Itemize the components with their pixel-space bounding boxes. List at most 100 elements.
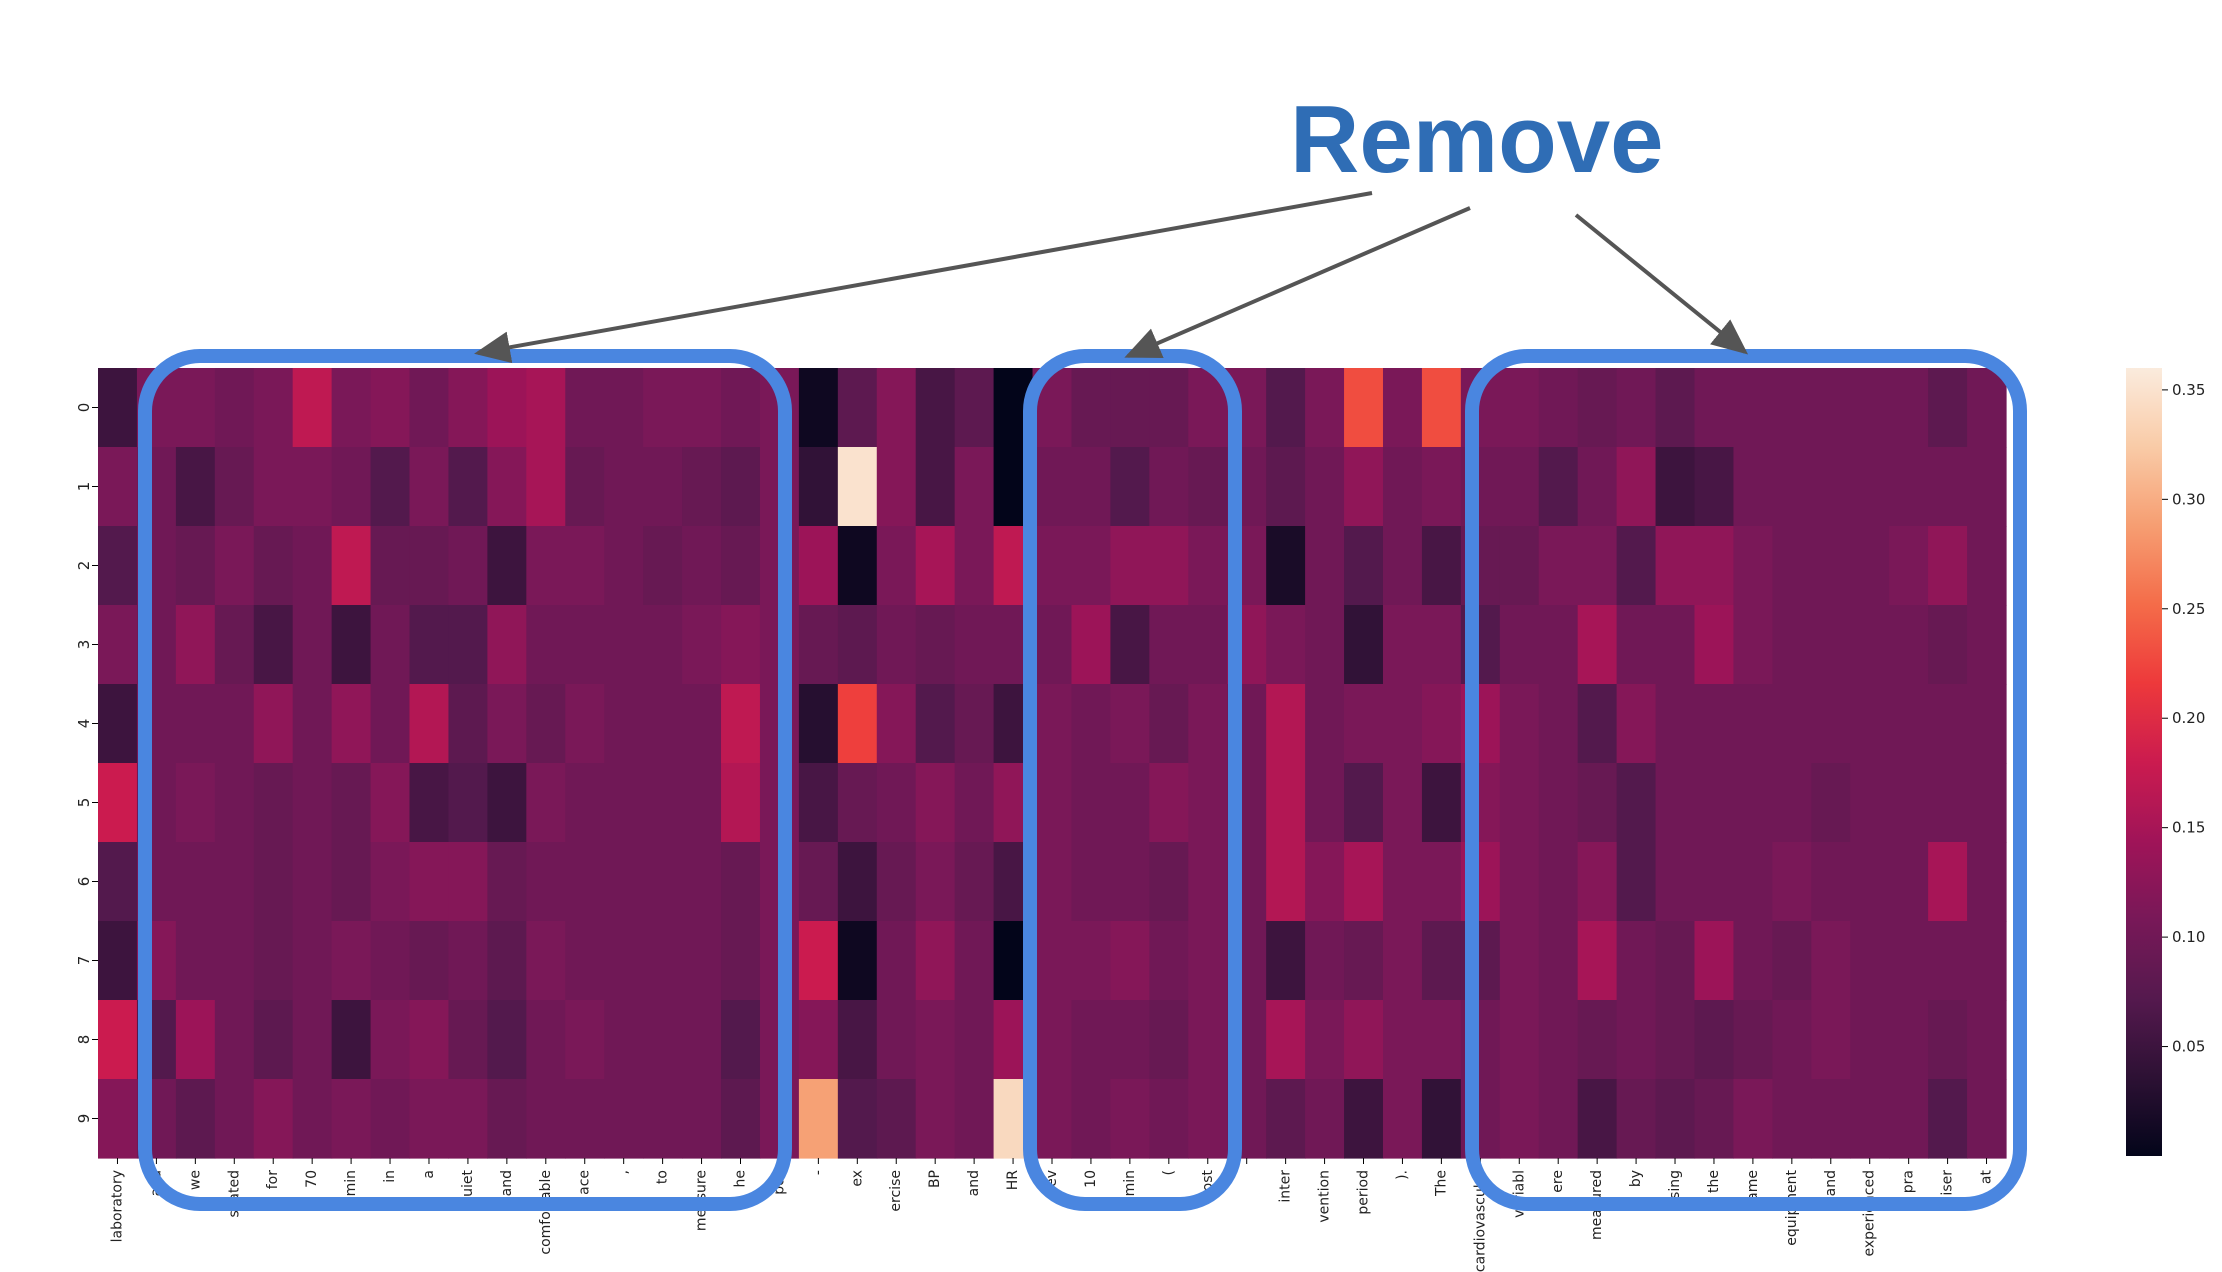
heatmap-cell bbox=[1071, 526, 1112, 606]
heatmap-cell bbox=[1305, 684, 1345, 764]
y-tick-label: 4 bbox=[75, 719, 93, 729]
heatmap-cell bbox=[1967, 921, 2007, 1001]
x-tick-label: ). bbox=[1394, 1170, 1410, 1180]
heatmap-cell bbox=[1538, 921, 1579, 1001]
heatmap-cell bbox=[1538, 684, 1579, 764]
heatmap-cell bbox=[1344, 447, 1384, 527]
heatmap-cell bbox=[1928, 684, 1968, 764]
x-tick-label: ercise bbox=[888, 1170, 904, 1212]
heatmap-cell bbox=[1421, 763, 1462, 843]
heatmap-cell bbox=[1110, 842, 1150, 922]
heatmap-cell bbox=[721, 1079, 761, 1159]
heatmap-cell bbox=[370, 684, 411, 764]
heatmap-cell bbox=[643, 605, 683, 685]
heatmap-cell bbox=[1421, 1079, 1462, 1159]
heatmap-cell bbox=[98, 526, 138, 606]
colorbar-tick-label: 0.35 bbox=[2172, 381, 2205, 399]
heatmap-cell bbox=[1538, 763, 1579, 843]
heatmap-cell bbox=[448, 1079, 488, 1159]
heatmap-cell bbox=[1772, 684, 1812, 764]
heatmap-cell bbox=[1811, 447, 1851, 527]
heatmap-cell bbox=[175, 368, 216, 448]
x-tick-label: to bbox=[655, 1170, 671, 1184]
heatmap-cell bbox=[1266, 921, 1306, 1001]
heatmap-cell bbox=[1421, 526, 1462, 606]
heatmap-cell bbox=[370, 605, 411, 685]
heatmap-cell bbox=[409, 605, 450, 685]
heatmap-cell bbox=[565, 447, 605, 527]
heatmap-cell bbox=[253, 1079, 294, 1159]
heatmap-cell bbox=[526, 684, 566, 764]
heatmap-cell bbox=[409, 1000, 450, 1080]
heatmap-cell bbox=[1499, 368, 1540, 448]
heatmap-cell bbox=[1967, 763, 2007, 843]
heatmap-cell bbox=[1967, 447, 2007, 527]
heatmap-cell bbox=[1110, 684, 1150, 764]
x-tick-label: BP bbox=[927, 1170, 943, 1188]
heatmap-cell bbox=[1344, 605, 1384, 685]
heatmap-cell bbox=[1149, 1079, 1189, 1159]
heatmap-cell bbox=[798, 605, 839, 685]
heatmap-cell bbox=[643, 368, 683, 448]
heatmap-cell bbox=[604, 763, 644, 843]
heatmap-cell bbox=[643, 526, 683, 606]
heatmap-cell bbox=[1655, 605, 1696, 685]
heatmap-cell bbox=[1344, 526, 1384, 606]
heatmap-cell bbox=[1149, 684, 1189, 764]
heatmap-cell bbox=[370, 1000, 411, 1080]
heatmap-cell bbox=[487, 1000, 527, 1080]
heatmap-cell bbox=[1928, 447, 1968, 527]
heatmap-cell bbox=[1188, 684, 1228, 764]
heatmap-cell bbox=[487, 921, 527, 1001]
heatmap-cell bbox=[1382, 921, 1423, 1001]
heatmap-cell bbox=[798, 368, 839, 448]
heatmap-cell bbox=[1421, 684, 1462, 764]
x-tick-label: in bbox=[382, 1170, 398, 1183]
x-tick-label: 10 bbox=[1083, 1170, 1099, 1188]
heatmap-cell bbox=[1850, 1079, 1890, 1159]
heatmap-cell bbox=[1344, 763, 1384, 843]
heatmap-cell bbox=[915, 1079, 956, 1159]
heatmap-cell bbox=[798, 1079, 839, 1159]
heatmap-cell bbox=[98, 447, 138, 527]
heatmap-cell bbox=[214, 842, 255, 922]
heatmap-cell bbox=[682, 921, 722, 1001]
colorbar-tick-label: 0.15 bbox=[2172, 819, 2205, 837]
heatmap-cell bbox=[98, 763, 138, 843]
heatmap-cell bbox=[409, 684, 450, 764]
heatmap-cell bbox=[1499, 1079, 1540, 1159]
heatmap-cell bbox=[1928, 921, 1968, 1001]
heatmap-cell bbox=[1850, 368, 1890, 448]
heatmap-cell bbox=[682, 763, 722, 843]
x-tick-label: - bbox=[810, 1170, 826, 1175]
heatmap-cell bbox=[331, 447, 372, 527]
colorbar-tick-label: 0.30 bbox=[2172, 490, 2205, 508]
heatmap-cell bbox=[1499, 842, 1540, 922]
heatmap-cell bbox=[175, 684, 216, 764]
heatmap-cell bbox=[1616, 605, 1657, 685]
heatmap-cell bbox=[1889, 605, 1929, 685]
heatmap-cell bbox=[1305, 526, 1345, 606]
heatmap-cell bbox=[1655, 684, 1696, 764]
annotation-arrow bbox=[1574, 213, 1749, 355]
heatmap-cell bbox=[1344, 842, 1384, 922]
heatmap-cell bbox=[292, 368, 333, 448]
heatmap-cell bbox=[1655, 842, 1696, 922]
heatmap-cell bbox=[798, 763, 839, 843]
heatmap-cell bbox=[448, 763, 488, 843]
heatmap-cell bbox=[292, 1079, 333, 1159]
colorbar: 0.050.100.150.200.250.300.35 bbox=[2126, 368, 2205, 1156]
heatmap-cell bbox=[1967, 605, 2007, 685]
heatmap-cell bbox=[1305, 921, 1345, 1001]
heatmap-cell bbox=[1616, 684, 1657, 764]
heatmap-cell bbox=[643, 447, 683, 527]
heatmap-cell bbox=[1655, 368, 1696, 448]
heatmap-cell bbox=[98, 368, 138, 448]
heatmap-cell bbox=[253, 447, 294, 527]
x-tick-label: by bbox=[1628, 1170, 1644, 1187]
heatmap-cell bbox=[1811, 368, 1851, 448]
annotation-arrow bbox=[474, 191, 1373, 364]
heatmap-cell bbox=[526, 1079, 566, 1159]
heatmap-cell bbox=[253, 605, 294, 685]
